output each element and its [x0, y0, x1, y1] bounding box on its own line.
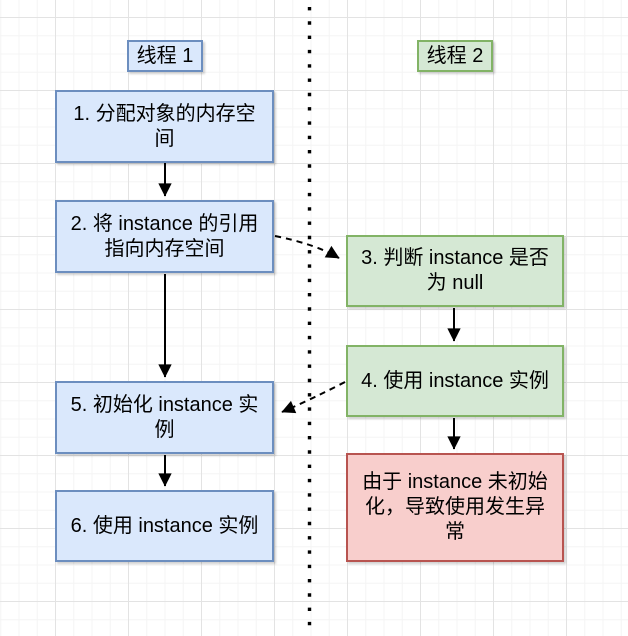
thread1-title-box[interactable]: 线程 1 [127, 40, 203, 72]
arrow-step2-step3-dashed[interactable] [274, 235, 340, 259]
flow-node-step2-label: 2. 将 instance 的引用 指向内存空间 [70, 212, 259, 260]
flow-node-step2[interactable]: 2. 将 instance 的引用 指向内存空间 [55, 200, 274, 273]
flow-node-step4-label: 4. 使用 instance 实例 [361, 369, 549, 392]
flow-node-step6-label: 6. 使用 instance 实例 [70, 514, 259, 537]
flow-node-step5-label: 5. 初始化 instance 实 例 [70, 393, 259, 441]
arrow-step4-step5-dashed[interactable] [281, 381, 346, 414]
flow-node-error-label: 由于 instance 未初始 化，导致使用发生异 常 [362, 471, 548, 543]
flow-node-step3-label: 3. 判断 instance 是否 为 null [361, 247, 549, 294]
flow-node-step1[interactable]: 1. 分配对象的内存空 间 [55, 90, 274, 163]
flow-node-step6[interactable]: 6. 使用 instance 实例 [55, 490, 274, 562]
thread2-title-label: 线程 2 [426, 44, 484, 67]
flow-node-error[interactable]: 由于 instance 未初始 化，导致使用发生异 常 [346, 453, 564, 562]
flow-node-step3[interactable]: 3. 判断 instance 是否 为 null [346, 235, 564, 307]
flow-node-step1-label: 1. 分配对象的内存空 间 [73, 102, 256, 150]
flow-node-step5[interactable]: 5. 初始化 instance 实 例 [55, 381, 274, 454]
thread1-title-label: 线程 1 [136, 44, 194, 67]
thread2-title-box[interactable]: 线程 2 [417, 40, 493, 72]
flow-node-step4[interactable]: 4. 使用 instance 实例 [346, 345, 564, 417]
